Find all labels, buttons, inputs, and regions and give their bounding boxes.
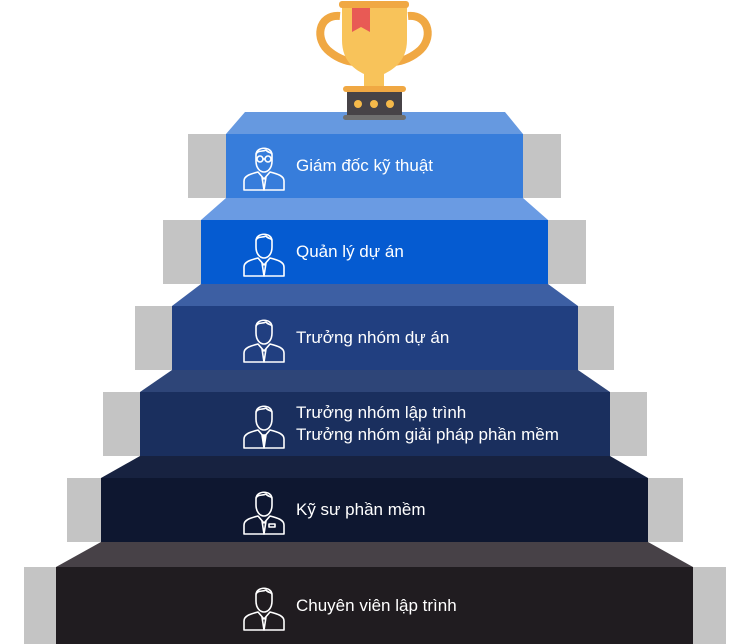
- step-top-3: [172, 284, 578, 306]
- step-label-line: Giám đốc kỹ thuật: [296, 156, 434, 175]
- step-front-5: [101, 478, 648, 542]
- side-block-left: [103, 392, 140, 456]
- step-top-6: [56, 542, 693, 567]
- person-badge-icon: [242, 485, 286, 535]
- side-block-right: [693, 567, 726, 644]
- side-block-left: [24, 567, 56, 644]
- side-block-left: [163, 220, 201, 284]
- side-block-left: [67, 478, 101, 542]
- step-label: Trưởng nhóm dự án: [296, 327, 449, 349]
- side-block-left: [188, 134, 226, 198]
- step-front-6: [56, 567, 693, 644]
- person-glasses-icon: [242, 141, 286, 191]
- step-label-line: Chuyên viên lập trình: [296, 595, 457, 615]
- step-top-1: [226, 112, 523, 134]
- person-tie-icon: [242, 399, 286, 449]
- step-front-2: [201, 220, 548, 284]
- step-top-4: [140, 370, 610, 392]
- side-block-right: [548, 220, 586, 284]
- step-label-line: Trưởng nhóm lập trình: [296, 403, 467, 422]
- step-front-3: [172, 306, 578, 370]
- step-front-1: [226, 134, 523, 198]
- side-block-right: [610, 392, 647, 456]
- person-icon: [242, 227, 286, 277]
- step-label-line: Kỹ sư phần mềm: [296, 500, 426, 519]
- step-label: Kỹ sư phần mềm: [296, 499, 425, 521]
- side-block-right: [523, 134, 561, 198]
- step-label: Giám đốc kỹ thuật: [296, 155, 433, 177]
- step-label-line: Trưởng nhóm dự án: [296, 328, 450, 347]
- side-block-left: [135, 306, 172, 370]
- side-block-right: [648, 478, 683, 542]
- step-label: Chuyên viên lập trình: [296, 595, 457, 617]
- person-icon: [242, 313, 286, 363]
- step-top-5: [101, 456, 648, 478]
- step-top-2: [201, 198, 548, 220]
- trophy-icon: [316, 1, 432, 120]
- step-label-line: Trưởng nhóm giải pháp phần mềm: [296, 425, 559, 444]
- step-label: Quản lý dự án: [296, 241, 404, 263]
- side-block-right: [578, 306, 614, 370]
- step-label-line: Quản lý dự án: [296, 242, 404, 261]
- step-front-4: [140, 392, 610, 456]
- person-icon: [242, 581, 286, 631]
